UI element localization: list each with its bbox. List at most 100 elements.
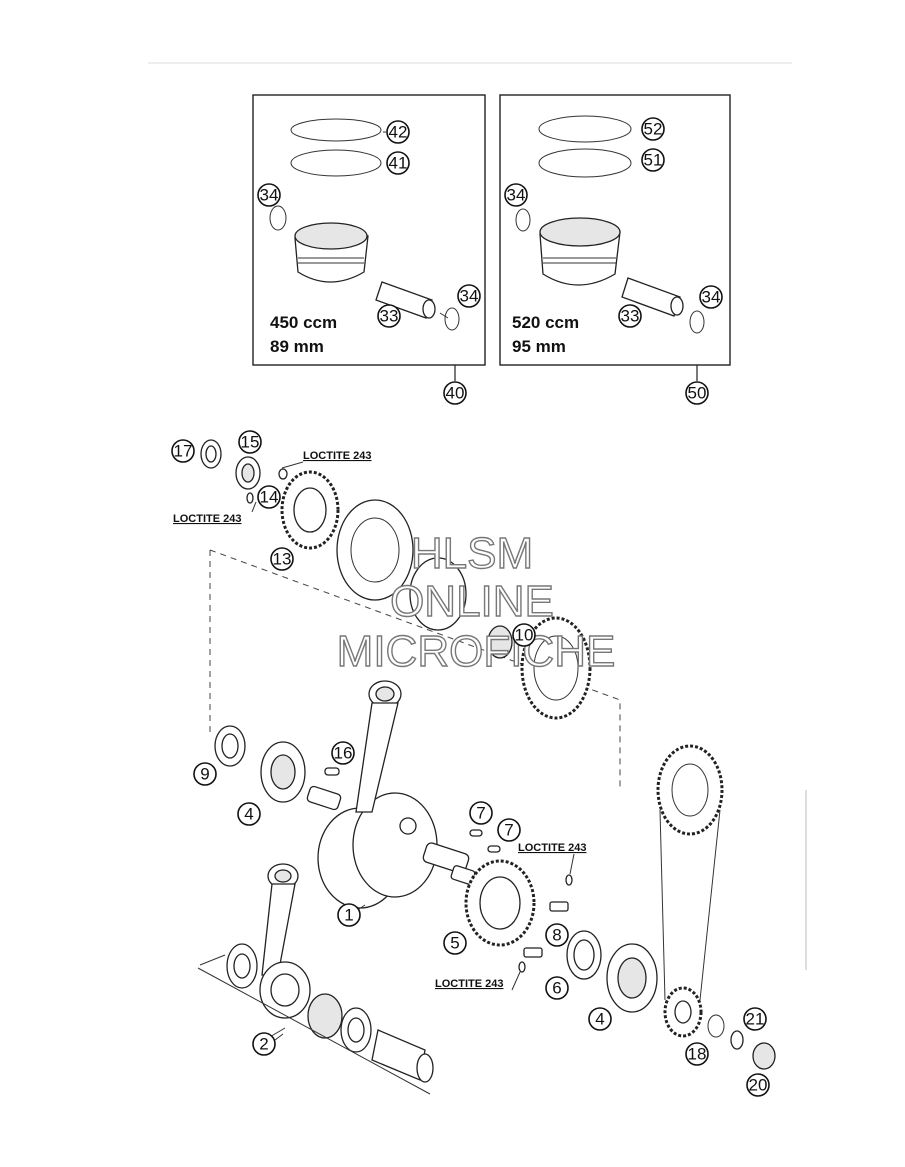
- piston-panel-520: 520 ccm 95 mm: [499, 94, 731, 381]
- circlip-left: [515, 208, 531, 232]
- svg-text:52: 52: [644, 120, 663, 139]
- callout-52: 52: [641, 117, 665, 141]
- panel-capacity: 450 ccm: [270, 313, 337, 332]
- callout-34: 34: [257, 183, 281, 207]
- svg-text:50: 50: [688, 384, 707, 403]
- callout-5: 5: [443, 931, 467, 955]
- washer: [730, 1030, 744, 1050]
- callout-16: 16: [331, 741, 355, 765]
- con-rod-kit: [197, 863, 434, 1095]
- watermark-line3: MICROFICHE: [337, 627, 616, 676]
- svg-text:21: 21: [746, 1010, 765, 1029]
- callout-10: 10: [512, 623, 536, 647]
- callout-4: 4: [588, 1007, 612, 1031]
- bolt: [523, 947, 543, 958]
- watermark-line1: HLSM: [411, 529, 533, 578]
- svg-text:5: 5: [450, 934, 459, 953]
- svg-text:8: 8: [552, 926, 561, 945]
- svg-text:42: 42: [389, 123, 408, 142]
- callout-42: 42: [386, 120, 410, 144]
- piston-ring-top: [538, 115, 632, 143]
- piston-ring-top: [290, 118, 382, 142]
- panel-capacity: 520 ccm: [512, 313, 579, 332]
- svg-text:34: 34: [260, 186, 279, 205]
- svg-text:7: 7: [504, 821, 513, 840]
- piston-ring-second: [538, 148, 632, 178]
- callout-6: 6: [545, 976, 569, 1000]
- callout-34: 34: [457, 284, 481, 308]
- svg-text:51: 51: [644, 151, 663, 170]
- crankshaft: [306, 785, 476, 909]
- woodruff-key: [324, 767, 340, 776]
- svg-text:6: 6: [552, 979, 561, 998]
- svg-text:4: 4: [595, 1010, 604, 1029]
- callout-18: 18: [685, 1042, 709, 1066]
- callout-4: 4: [237, 802, 261, 826]
- callout-14: 14: [257, 485, 281, 509]
- svg-text:33: 33: [380, 307, 399, 326]
- svg-text:9: 9: [200, 765, 209, 784]
- svg-text:1: 1: [344, 906, 353, 925]
- loctite-label: LOCTITE 243: [303, 450, 371, 462]
- callout-33: 33: [377, 304, 401, 328]
- balancer-weight: [336, 499, 414, 601]
- connecting-rod: [355, 680, 402, 813]
- loctite-label: LOCTITE 243: [435, 978, 503, 990]
- svg-text:4: 4: [244, 805, 253, 824]
- loctite-label: LOCTITE 243: [173, 513, 241, 525]
- svg-text:33: 33: [621, 307, 640, 326]
- svg-text:41: 41: [389, 154, 408, 173]
- piston-pin: [621, 277, 681, 317]
- callout-7: 7: [497, 818, 521, 842]
- svg-text:16: 16: [334, 744, 353, 763]
- svg-text:14: 14: [260, 488, 279, 507]
- panel-bore: 89 mm: [270, 337, 324, 356]
- callout-17: 17: [171, 439, 195, 463]
- callout-20: 20: [746, 1073, 770, 1097]
- svg-text:15: 15: [241, 433, 260, 452]
- callout-9: 9: [193, 762, 217, 786]
- callout-34: 34: [699, 285, 723, 309]
- dashed-guide: [209, 549, 621, 790]
- svg-text:34: 34: [507, 186, 526, 205]
- bolt: [549, 901, 569, 912]
- timing-chain: [656, 744, 724, 1038]
- callout-41: 41: [386, 151, 410, 175]
- callout-15: 15: [238, 430, 262, 454]
- balancer-gear: [520, 616, 592, 720]
- circlip-right: [689, 310, 705, 334]
- piston-crown: [539, 217, 621, 247]
- circlip-left: [269, 205, 287, 231]
- piston-ring-second: [290, 149, 382, 177]
- svg-text:2: 2: [259, 1035, 268, 1054]
- callout-13: 13: [270, 547, 294, 571]
- callout-33: 33: [618, 304, 642, 328]
- svg-text:7: 7: [476, 804, 485, 823]
- balancer-hub: [409, 557, 467, 631]
- key: [487, 845, 501, 853]
- callout-2: 2: [252, 1032, 276, 1056]
- svg-text:18: 18: [688, 1045, 707, 1064]
- callout-group: 42 41 34 34 33 40 52 51 34 34 33 50 17 1…: [171, 117, 770, 1097]
- callout-50: 50: [685, 381, 709, 405]
- callout-1: 1: [337, 903, 361, 927]
- circlip: [707, 1014, 725, 1038]
- svg-text:17: 17: [174, 442, 193, 461]
- panel-bore: 95 mm: [512, 337, 566, 356]
- panel-frame: [252, 94, 486, 366]
- piston-panel-450: 450 ccm 89 mm: [252, 94, 486, 381]
- needle-bearing: [487, 625, 513, 659]
- svg-text:13: 13: [273, 550, 292, 569]
- callout-21: 21: [743, 1007, 767, 1031]
- callout-40: 40: [443, 381, 467, 405]
- loctite-label: LOCTITE 243: [518, 842, 586, 854]
- callout-51: 51: [641, 148, 665, 172]
- watermark-line2: ONLINE: [390, 577, 554, 626]
- callout-7: 7: [469, 801, 493, 825]
- key: [469, 829, 483, 837]
- piston-pin: [375, 281, 433, 319]
- dowel-pin: [278, 468, 288, 480]
- nut: [752, 1042, 776, 1070]
- svg-text:20: 20: [749, 1076, 768, 1095]
